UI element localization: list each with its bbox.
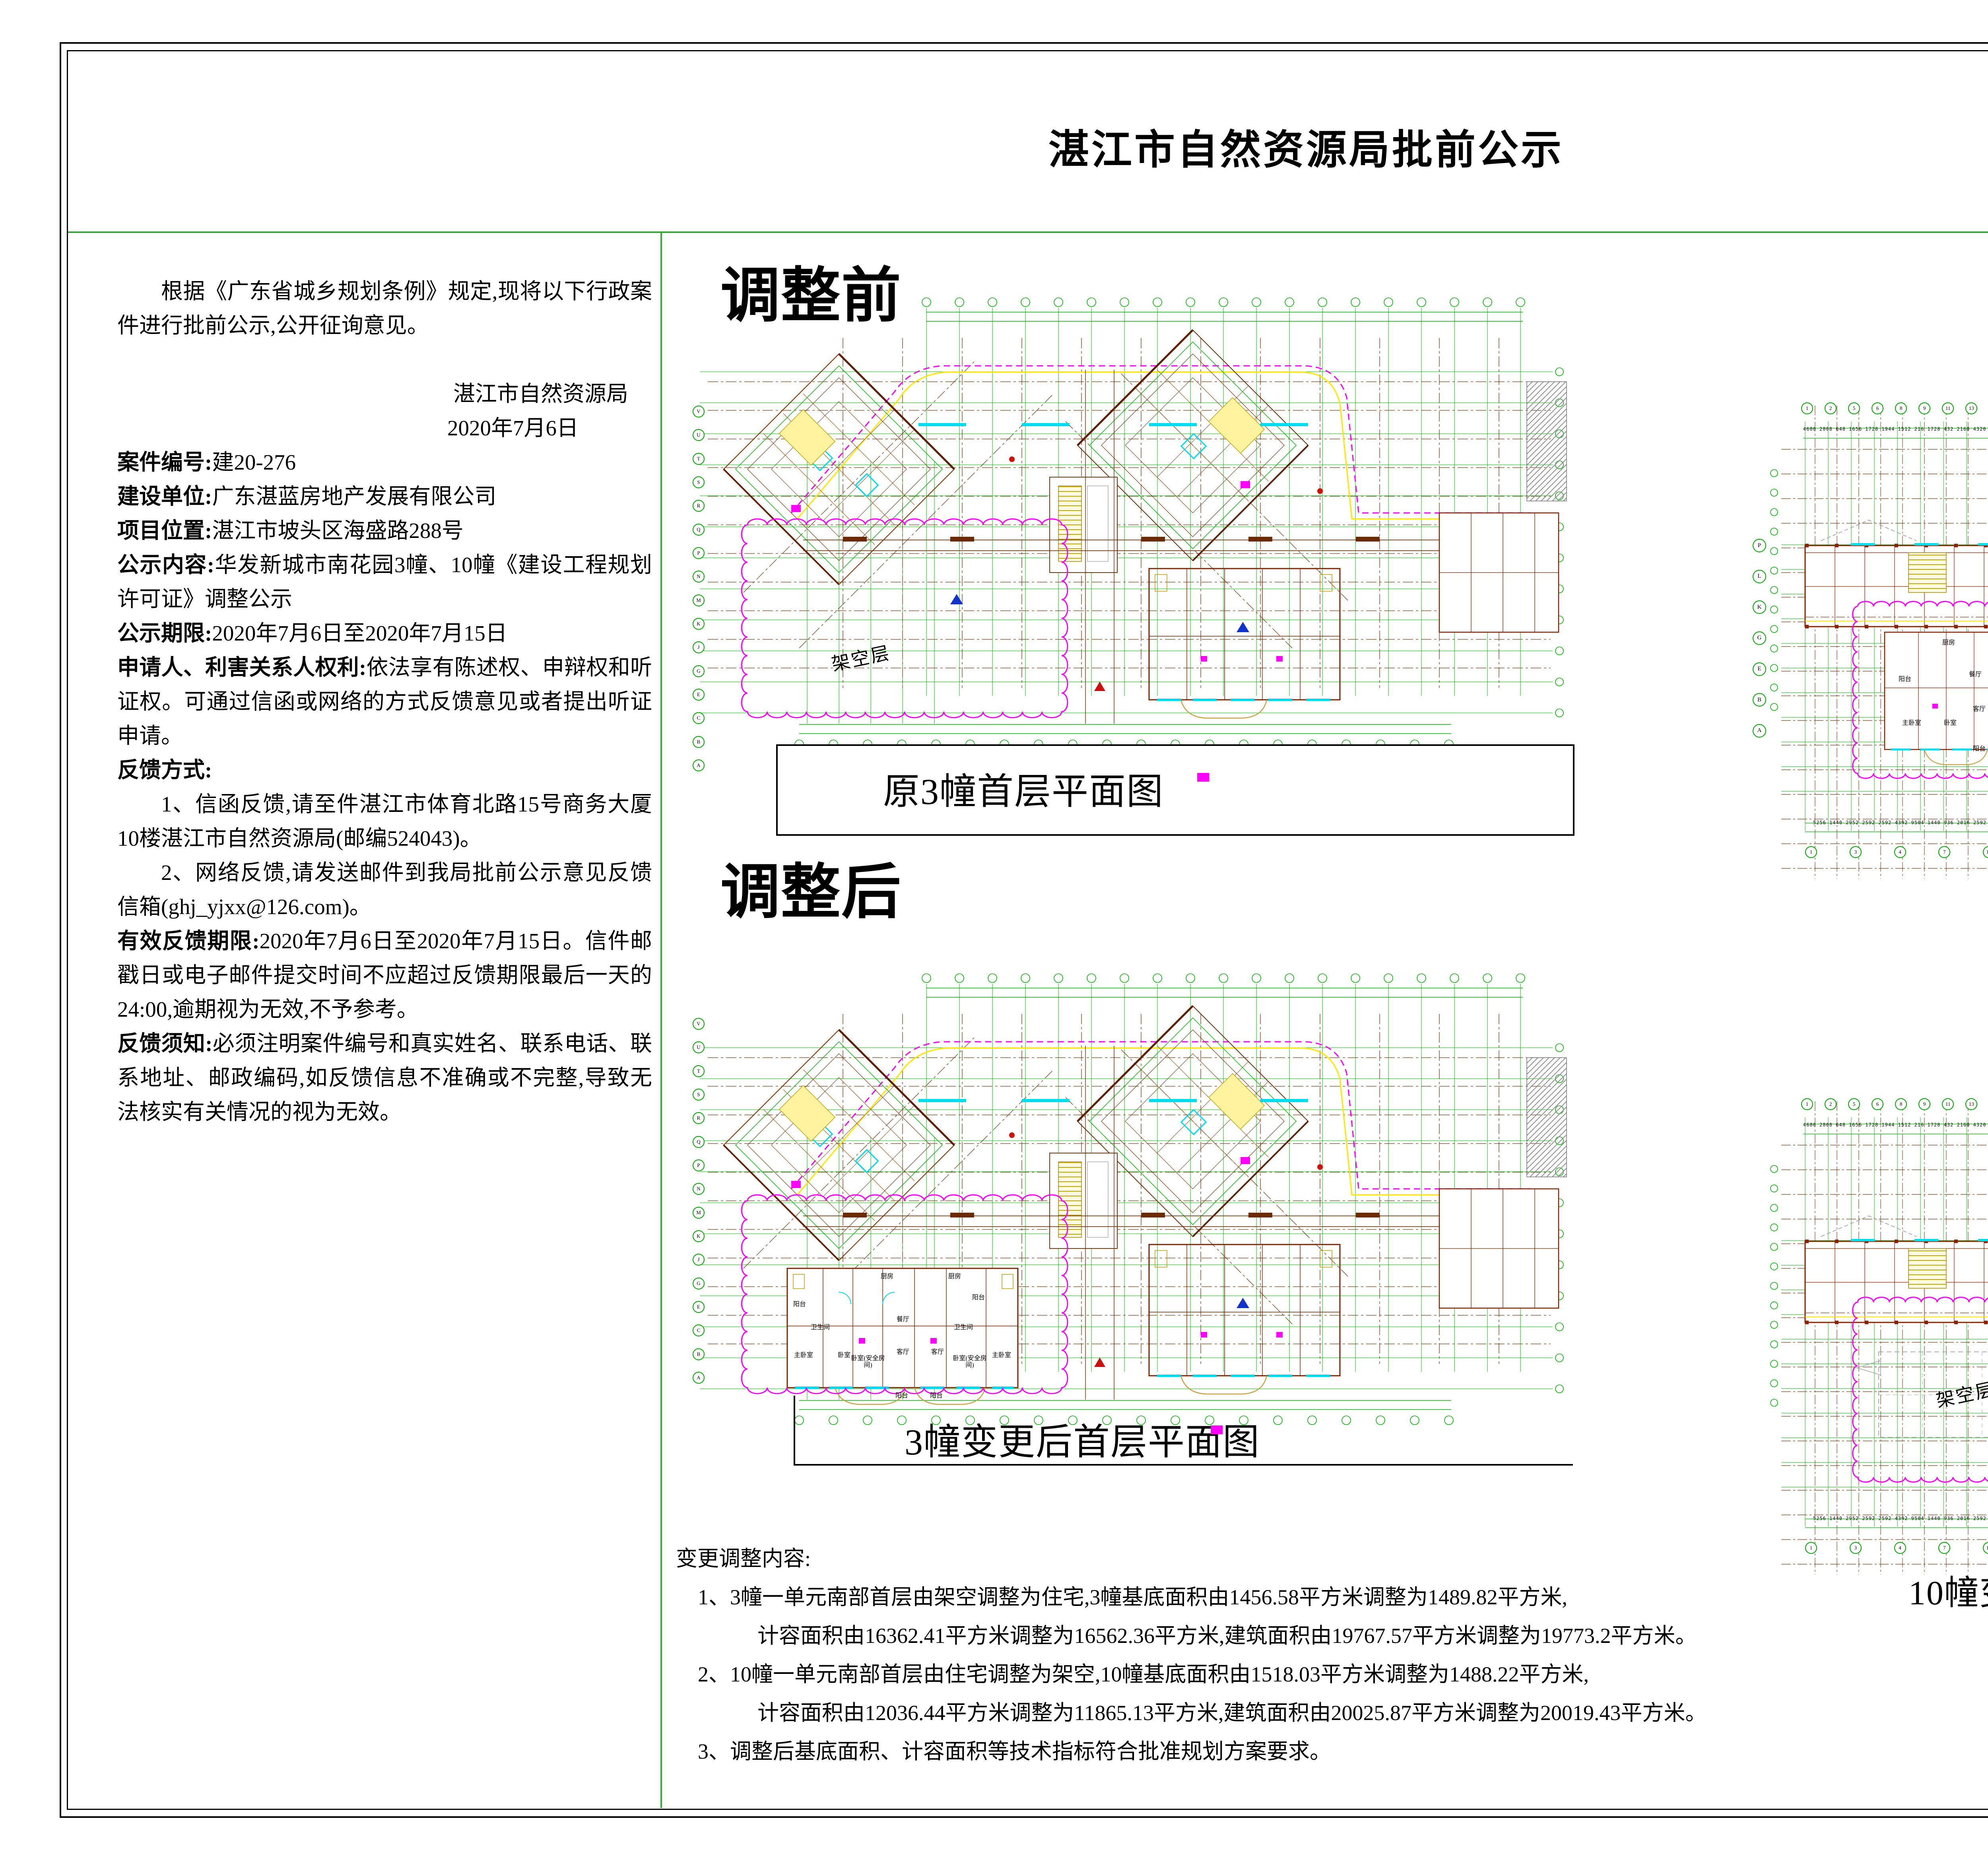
field-period: 公示期限:2020年7月6日至2020年7月15日 xyxy=(117,621,507,645)
plan-3-before-drawing xyxy=(672,290,1574,744)
room-label: 卧室(安全房间) xyxy=(953,1355,987,1369)
plan2-bottom-numbers: 13471012172324293133 xyxy=(1805,846,1988,858)
change-item-2: 2、10幢一单元南部首层由住宅调整为架空,10幢基底面积由1518.03平方米调… xyxy=(698,1662,1589,1686)
field-location: 项目位置:湛江市坡头区海盛路288号 xyxy=(117,518,464,543)
field-notes: 反馈须知:必须注明案件编号和真实姓名、联系电话、联系地址、邮政编码,如反馈信息不… xyxy=(117,1031,652,1124)
notice-intro: 根据《广东省城乡规划条例》规定,现将以下行政案件进行批前公示,公开征询意见。 xyxy=(117,279,652,338)
room-label: 客厅 xyxy=(896,1349,909,1355)
room-label: 阳台 xyxy=(793,1301,806,1308)
field-valid-period: 有效反馈期限:2020年7月6日至2020年7月15日。信件邮戳日或电子邮件提交… xyxy=(117,929,652,1021)
plan4-bottom-numbers: 13471012172324293133 xyxy=(1805,1542,1988,1554)
change-notes: 变更调整内容: 1、3幢一单元南部首层由架空调整为住宅,3幢基底面积由1456.… xyxy=(676,1540,1873,1771)
room-label: 主卧室 xyxy=(794,1352,813,1359)
plan4-dims-bottom: 5256 1440 2952 2592 2592 4392 9504 1440 … xyxy=(1813,1516,1988,1521)
title-divider xyxy=(68,231,1988,233)
section-after: 调整后 xyxy=(720,858,902,925)
room-label: 厨房 xyxy=(880,1273,893,1280)
change-heading: 变更调整内容: xyxy=(676,1547,811,1571)
room-label: 阳台 xyxy=(1972,746,1986,752)
plan3-caption-marker xyxy=(1211,1425,1223,1434)
plan-3-after-drawing xyxy=(672,966,1574,1419)
room-label: 卧室(安全房间) xyxy=(851,1355,885,1369)
room-label: 阳台 xyxy=(972,1294,985,1301)
outer-frame xyxy=(60,42,1988,1818)
field-rights: 申请人、利害关系人权利:依法享有陈述权、申辩权和听证权。可通过信函或网络的方式反… xyxy=(117,655,652,748)
page-title: 湛江市自然资源局批前公示 xyxy=(1048,128,1564,173)
field-feedback-net: 2、网络反馈,请发送邮件到我局批前公示意见反馈信箱(ghj_yjxx@126.c… xyxy=(117,860,652,919)
plan4-dims-top: 4680 2808 648 1656 1728 1944 1512 216 17… xyxy=(1803,1122,1988,1128)
plan3-frame-edge-v xyxy=(794,1396,795,1466)
room-label: 卫生间 xyxy=(953,1324,973,1331)
field-content: 公示内容:华发新城市南花园3幢、10幢《建设工程规划许可证》调整公示 xyxy=(117,553,652,611)
notice-date: 2020年7月6日 xyxy=(447,416,579,440)
room-label: 卧室 xyxy=(837,1352,850,1359)
change-item-1b: 计容面积由16362.41平方米调整为16562.36平方米,建筑面积由1976… xyxy=(757,1624,1697,1648)
room-label: 客厅 xyxy=(1972,706,1986,713)
room-label: 主卧室 xyxy=(1902,720,1921,726)
room-label: 阳台 xyxy=(930,1392,943,1399)
field-feedback-mail: 1、信函反馈,请至件湛江市体育北路15号商务大厦10楼湛江市自然资源局(邮编52… xyxy=(117,792,652,850)
notice-org: 湛江市自然资源局 xyxy=(453,382,628,406)
plan1-caption: 原3幢首层平面图 xyxy=(883,771,1164,812)
notice-text: 根据《广东省城乡规划条例》规定,现将以下行政案件进行批前公示,公开征询意见。 湛… xyxy=(117,274,652,1129)
plan2-grid-numbers: 12568911131415161819212225262730313234 xyxy=(1801,402,1988,414)
room-label: 厨房 xyxy=(1942,639,1955,646)
plan-10-before-drawing xyxy=(1765,235,1988,911)
field-feedback-way: 反馈方式: xyxy=(117,758,212,782)
room-label: 卫生间 xyxy=(810,1324,830,1331)
change-item-2b: 计容面积由12036.44平方米调整为11865.13平方米,建筑面积由2002… xyxy=(757,1701,1707,1725)
room-label: 餐厅 xyxy=(896,1316,909,1323)
plan4-caption: 10幢变更后首层平面 xyxy=(1908,1574,1988,1612)
room-label: 阳台 xyxy=(1898,676,1911,683)
plan2-dims-bottom: 5256 1440 2952 2592 2592 4392 9504 1440 … xyxy=(1813,820,1988,825)
field-builder: 建设单位:广东湛蓝房地产发展有限公司 xyxy=(117,484,497,509)
plan1-caption-marker xyxy=(1197,773,1209,782)
column-divider xyxy=(660,231,662,1808)
room-label: 阳台 xyxy=(895,1392,908,1399)
plan-10-after-drawing xyxy=(1765,930,1988,1606)
change-item-1: 1、3幢一单元南部首层由架空调整为住宅,3幢基底面积由1456.58平方米调整为… xyxy=(698,1585,1567,1609)
room-label: 主卧室 xyxy=(992,1352,1011,1359)
room-label: 餐厅 xyxy=(1969,671,1982,678)
field-case-no: 案件编号:建20-276 xyxy=(117,450,296,474)
plan4-grid-numbers: 12568911131415161819212225262730313234 xyxy=(1801,1098,1988,1110)
plan2-dims-top: 4680 2808 648 1656 1728 1944 1512 216 17… xyxy=(1803,426,1988,432)
plan1-caption-box: 原3幢首层平面图 xyxy=(776,744,1574,836)
inner-frame xyxy=(67,50,1988,1810)
room-label: 厨房 xyxy=(948,1273,961,1280)
room-label: 客厅 xyxy=(931,1349,944,1355)
plan3-caption: 3幢变更后首层平面图 xyxy=(905,1422,1260,1462)
change-item-3: 3、调整后基底面积、计容面积等技术指标符合批准规划方案要求。 xyxy=(698,1740,1331,1763)
room-label: 卧室 xyxy=(1943,720,1957,726)
plan3-frame-edge-h xyxy=(794,1464,1573,1466)
section-before: 调整前 xyxy=(720,262,902,329)
